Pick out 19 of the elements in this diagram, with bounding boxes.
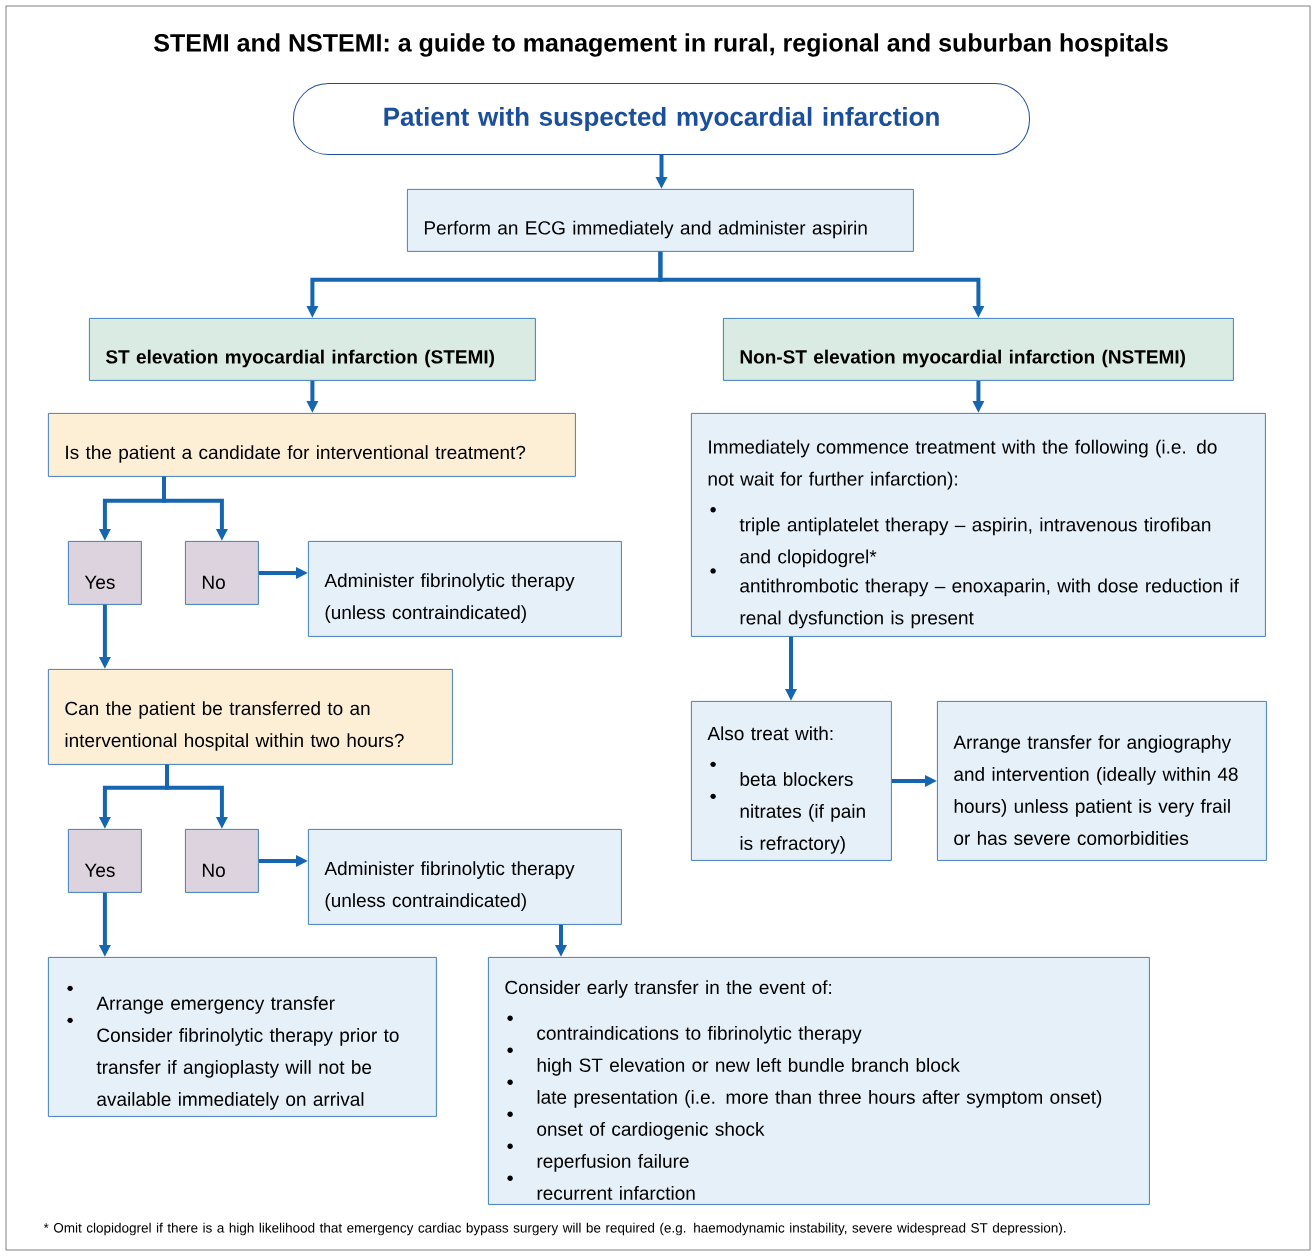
answer-box: Yes	[68, 829, 142, 893]
start-terminal: Patient with suspected myocardial infarction	[293, 83, 1030, 155]
process-box: Administer fibrinolytic therapy (unless contraindicated)	[308, 829, 622, 925]
title: STEMI and NSTEMI: a guide to management in rural, regional and suburban hospitals	[154, 33, 1168, 57]
process-box: Consider early transfer in the event of: contraindications to fibrinolytic therapy high ST elevation or new left bundle branch block late presentation (i.e. more than three hours after symptom onset) onset of cardiogenic shock reperfusion failure recurrent infarction	[488, 957, 1150, 1205]
category-box: ST elevation myocardial infarction (STEMI)	[89, 318, 536, 381]
footnote: * Omit clopidogrel if there is a high likelihood that emergency cardiac bypass surgery will be required (e.g. haemodynamic instability, severe widespread ST depression).	[43, 1222, 1066, 1236]
answer-box: No	[185, 541, 259, 605]
process-box: Immediately commence treatment with the following (i.e. do not wait for further infarction): triple antiplatelet therapy – aspirin, intravenous tirofiban and clopidogrel* antithrombotic therapy – enoxaparin, with dose reduction if renal dysfunction is present	[691, 413, 1266, 637]
process-box: Arrange transfer for angiography and intervention (ideally within 48 hours) unless patient is very frail or has severe comorbidities	[937, 701, 1267, 861]
category-box: Non-ST elevation myocardial infarction (NSTEMI)	[723, 318, 1234, 381]
process-box: Arrange emergency transfer Consider fibrinolytic therapy prior to transfer if angioplasty will not be available immediately on arrival	[48, 957, 437, 1117]
answer-box: No	[185, 829, 259, 893]
answer-box: Yes	[68, 541, 142, 605]
process-box: Perform an ECG immediately and administer aspirin	[407, 189, 914, 252]
question-box: Can the patient be transferred to an interventional hospital within two hours?	[48, 669, 453, 765]
process-box: Also treat with: beta blockers nitrates (if pain is refractory)	[691, 701, 892, 861]
process-box: Administer fibrinolytic therapy (unless contraindicated)	[308, 541, 622, 637]
question-box: Is the patient a candidate for interventional treatment?	[48, 413, 576, 477]
